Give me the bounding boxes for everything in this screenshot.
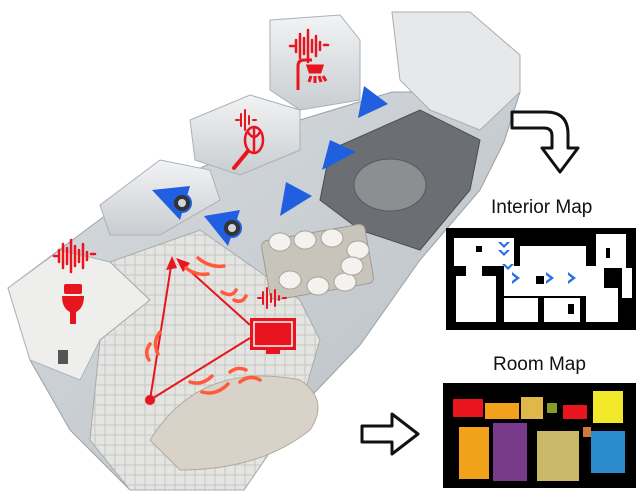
right-arrow-icon bbox=[360, 412, 420, 456]
sound-propagation bbox=[145, 256, 262, 405]
room-segment bbox=[537, 431, 579, 481]
interior-map-title: Interior Map bbox=[491, 197, 593, 218]
room-segment bbox=[521, 397, 543, 419]
curved-arrow-icon bbox=[510, 110, 580, 174]
propagation-ray-arrowhead bbox=[166, 256, 177, 270]
propagation-ray bbox=[149, 337, 251, 401]
bin bbox=[58, 350, 68, 364]
room-segment bbox=[583, 427, 591, 437]
camera-icon bbox=[152, 186, 192, 220]
interior-map bbox=[446, 228, 636, 330]
chevron-icon bbox=[502, 264, 514, 270]
chevron-icon bbox=[568, 272, 576, 284]
room-segment bbox=[493, 423, 527, 481]
propagation-ray bbox=[149, 259, 173, 401]
sound-wave-arcs bbox=[145, 256, 262, 395]
mixer-sound-source bbox=[232, 109, 265, 170]
wall-block-3 bbox=[269, 14, 361, 111]
room-segment bbox=[593, 391, 623, 423]
sound-wave-icon bbox=[288, 28, 330, 64]
room-map-title: Room Map bbox=[493, 354, 586, 375]
room-segment bbox=[459, 427, 489, 479]
microphone-point bbox=[145, 395, 155, 405]
propagation-ray-arrowhead bbox=[176, 258, 190, 272]
room-segment bbox=[547, 403, 557, 413]
room-segment bbox=[453, 399, 483, 417]
room-map bbox=[443, 383, 636, 488]
whisk-icon bbox=[232, 125, 265, 170]
obstacles bbox=[476, 246, 610, 314]
tv-icon bbox=[250, 318, 296, 354]
dining-chairs bbox=[268, 228, 370, 296]
interior-map-arrows bbox=[498, 242, 576, 284]
sound-wave-icon bbox=[235, 109, 257, 131]
shower-icon bbox=[296, 58, 328, 90]
room-map-graphic bbox=[453, 391, 625, 481]
camera-viewpoints bbox=[152, 86, 388, 246]
room-segment bbox=[563, 405, 587, 419]
camera-icon bbox=[280, 182, 312, 216]
right-room bbox=[391, 11, 521, 131]
free-space bbox=[454, 234, 632, 322]
camera-icon bbox=[322, 140, 356, 170]
camera-icon bbox=[204, 210, 242, 246]
shower-sound-source bbox=[288, 28, 330, 90]
room-segment bbox=[591, 431, 625, 473]
toilet-icon bbox=[62, 284, 84, 324]
tv-sound-source bbox=[250, 287, 296, 354]
toilet-sound-source bbox=[52, 238, 97, 324]
chevron-icon bbox=[512, 272, 520, 284]
interior-map-graphic bbox=[454, 234, 632, 322]
chevron-icon bbox=[498, 250, 510, 256]
camera-icon bbox=[358, 86, 388, 118]
sound-wave-icon bbox=[257, 287, 287, 309]
sound-wave-icon bbox=[52, 238, 97, 274]
chevron-icon bbox=[498, 242, 510, 248]
kitchen-island bbox=[353, 158, 427, 212]
chevron-icon bbox=[546, 272, 554, 284]
room-segment bbox=[485, 403, 519, 419]
sofa-area bbox=[149, 375, 319, 471]
